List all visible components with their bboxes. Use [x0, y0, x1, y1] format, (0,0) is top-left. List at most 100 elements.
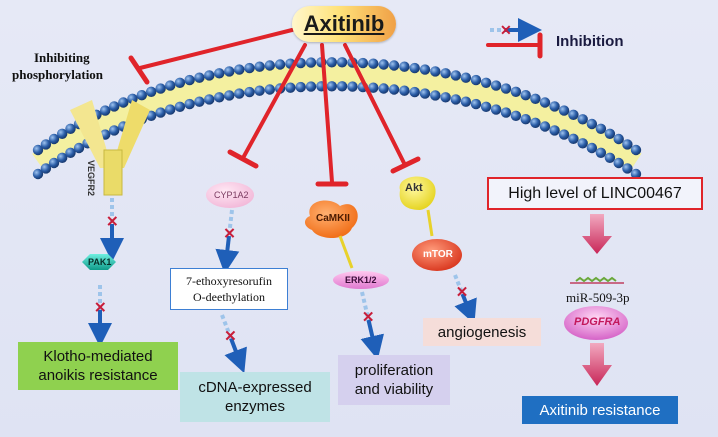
vegfr2-receptor: [70, 100, 150, 196]
pak1-label: PAK1: [88, 257, 112, 267]
membrane-bead: [450, 94, 461, 105]
ethoxy-line2: O-deethylation: [193, 290, 265, 304]
membrane-bead: [234, 88, 245, 99]
membrane-bead: [568, 133, 579, 144]
arrow-solid-segment: [454, 293, 477, 325]
membrane-bead: [65, 123, 76, 134]
membrane-bead: [530, 93, 541, 105]
membrane-bead: [490, 104, 502, 115]
membrane-bead: [409, 62, 420, 74]
membrane-bead: [118, 97, 129, 108]
membrane-bead: [48, 133, 60, 145]
membrane-bead: [146, 86, 157, 98]
klotho-line2: anoikis resistance: [38, 367, 158, 384]
membrane-bead: [500, 107, 512, 118]
arrow-solid-segment: [360, 319, 384, 360]
membrane-bead: [622, 163, 633, 174]
camkii-label: CaMKII: [316, 213, 350, 224]
membrane-bead: [520, 114, 531, 125]
membrane-bead: [254, 85, 265, 96]
membrane-bead: [440, 68, 451, 79]
membrane-bead: [549, 125, 560, 136]
arrow-dashed-segment: [226, 209, 234, 239]
membrane-bead: [194, 96, 205, 107]
activation-arrows: ✕✕✕✕✕✕: [88, 198, 477, 374]
membrane-bead: [136, 90, 147, 101]
membrane-bead: [577, 114, 588, 125]
akt-mtor-connector: [426, 209, 434, 237]
pink-arrows: [582, 214, 612, 386]
membrane-bead: [184, 74, 195, 86]
membrane-bead: [470, 74, 482, 86]
membrane-bead: [264, 60, 275, 71]
membrane-bead: [73, 142, 85, 154]
membrane-bead: [419, 88, 431, 99]
membrane-bead: [399, 85, 410, 96]
inhibit-x-mark: ✕: [362, 309, 375, 326]
membrane-bead: [613, 157, 624, 169]
membrane-bead: [409, 86, 420, 98]
cdna-line2: enzymes: [224, 398, 286, 415]
membrane-bead: [109, 125, 120, 136]
camkii-shape: [305, 200, 358, 238]
membrane-bead: [254, 61, 265, 72]
klotho-box: Klotho-mediated anoikis resistance: [18, 342, 178, 390]
membrane-bead: [470, 98, 482, 110]
membrane-bead: [336, 81, 348, 92]
membrane-bead: [604, 152, 616, 163]
mtor-shape: [412, 239, 462, 271]
membrane-bead: [549, 101, 560, 112]
membrane-bead: [264, 84, 275, 95]
svg-text:✕: ✕: [500, 22, 512, 38]
pak1-shape: [82, 254, 116, 270]
membrane-bead: [326, 81, 337, 92]
membrane-bead: [285, 82, 296, 93]
membrane-bead: [274, 59, 286, 70]
membrane-bead: [630, 144, 642, 156]
membrane-bead: [336, 57, 348, 68]
arrow-dashed-segment: [453, 274, 466, 297]
akt-shape: [399, 176, 436, 210]
erk12-label: ERK1/2: [345, 275, 377, 285]
membrane-bead: [460, 72, 472, 83]
membrane-bead: [32, 168, 44, 180]
membrane-bead: [155, 107, 166, 118]
erk12-shape: [333, 271, 389, 289]
membrane-bead: [490, 80, 502, 91]
mtor-label: mTOR: [423, 249, 453, 260]
resistance-label: Axitinib resistance: [539, 401, 661, 419]
legend-inhibition-label: Inhibition: [556, 33, 624, 50]
membrane-bead: [194, 72, 205, 83]
membrane-bead: [630, 168, 642, 180]
arrow-dashed-segment: [220, 314, 234, 342]
membrane-bead: [419, 64, 431, 75]
membrane-bead: [305, 81, 317, 92]
membrane-bead: [430, 66, 441, 77]
membrane-bead: [204, 94, 215, 105]
membrane-bead: [388, 84, 400, 95]
membrane-bead: [214, 68, 225, 79]
membrane-bead: [440, 92, 451, 103]
membrane-bead: [155, 83, 166, 94]
membrane-bead: [539, 121, 551, 132]
membrane-bead: [165, 104, 176, 115]
membrane-bead: [510, 86, 522, 98]
inhibit-x-mark: ✕: [223, 225, 236, 242]
arrow-solid-segment: [215, 235, 240, 274]
membrane-bead: [244, 62, 255, 74]
membrane-bead: [604, 128, 616, 139]
membrane-bead: [244, 86, 255, 98]
angiogenesis-box: angiogenesis: [423, 318, 541, 346]
akt-label: Akt: [405, 182, 423, 194]
inhibiting-label: Inhibiting: [34, 50, 90, 65]
camkii-erk-connector: [338, 235, 354, 269]
membrane-bead: [510, 110, 522, 122]
membrane-bead: [184, 98, 195, 110]
membrane-bead: [109, 101, 120, 112]
membrane-bead: [388, 60, 400, 71]
membrane-bead: [48, 157, 60, 169]
cdna-box: cDNA-expressed enzymes: [180, 372, 330, 422]
linc00467-box: High level of LINC00467: [487, 177, 703, 210]
